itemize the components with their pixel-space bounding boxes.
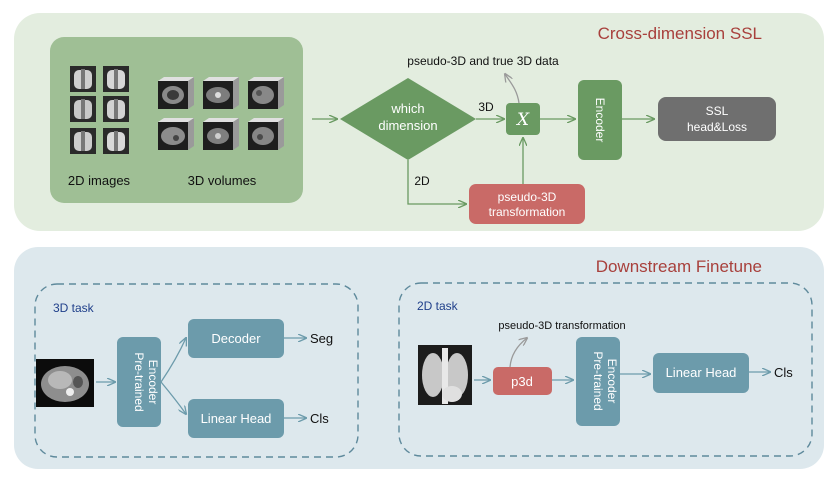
task2d-box	[398, 282, 813, 457]
ssl-head-box	[658, 97, 776, 141]
diamond-line2: dimension	[378, 118, 437, 133]
task2d-linear-label: Linear Head	[666, 365, 737, 380]
edge-3d-label: 3D	[478, 100, 494, 114]
chest-xray-image	[418, 345, 472, 405]
task2d-linear-head	[653, 353, 749, 393]
ssl-encoder	[578, 80, 622, 160]
volume-cubes	[158, 77, 284, 150]
p3d-label: p3d	[511, 374, 533, 389]
pseudo-transform-box	[469, 184, 585, 224]
finetune-title: Downstream Finetune	[596, 257, 762, 276]
ssl-title: Cross-dimension SSL	[598, 24, 762, 43]
decoder-label: Decoder	[211, 331, 261, 346]
images-label: 2D images	[68, 173, 131, 188]
transform-line2: transformation	[489, 205, 566, 219]
cls-label-2d: Cls	[774, 365, 793, 380]
task2d-encoder-line1: Pre-trained	[591, 351, 605, 410]
arrow-2d	[407, 160, 466, 204]
ct-slice-image	[36, 359, 94, 407]
volumes-label: 3D volumes	[188, 173, 257, 188]
x-symbol: X	[515, 110, 530, 130]
transform-line1: pseudo-3D	[498, 190, 557, 204]
xray-thumbnails	[70, 66, 129, 154]
task2d-encoder	[576, 337, 620, 426]
task2d-title: 2D task	[417, 299, 459, 313]
task3d-encoder	[117, 337, 161, 427]
p3d-transform-arrow	[509, 338, 527, 368]
arrow-encoder-to-decoder	[160, 338, 186, 383]
task3d-encoder-line2: Encoder	[146, 360, 160, 405]
pseudo-data-arrow	[505, 74, 520, 104]
task3d-linear-label: Linear Head	[201, 411, 272, 426]
task3d-linear-head	[188, 399, 284, 438]
diamond-line1: which	[390, 101, 424, 116]
ssl-encoder-label: Encoder	[593, 98, 607, 143]
p3d-box	[493, 367, 552, 395]
p3d-transform-label: pseudo-3D transformation	[498, 320, 625, 332]
task2d-encoder-line2: Encoder	[605, 359, 619, 404]
task3d-title: 3D task	[53, 301, 95, 315]
head-line1: SSL	[706, 104, 729, 118]
dimension-diamond	[340, 78, 476, 160]
task3d-box	[34, 283, 359, 458]
x-node	[506, 103, 540, 135]
decoder-box	[188, 319, 284, 358]
task3d-encoder-line1: Pre-trained	[132, 352, 146, 411]
seg-label: Seg	[310, 331, 333, 346]
cls-label-3d: Cls	[310, 411, 329, 426]
head-line2: head&Loss	[687, 120, 747, 134]
pseudo-data-label: pseudo-3D and true 3D data	[407, 54, 559, 68]
arrow-encoder-to-linear	[160, 381, 186, 414]
edge-2d-label: 2D	[414, 174, 430, 188]
